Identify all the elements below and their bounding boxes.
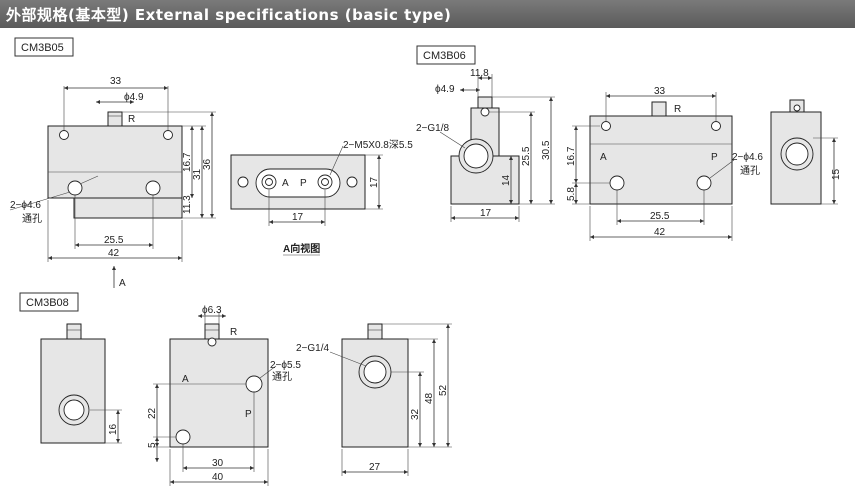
dim-27: 27: [369, 462, 381, 473]
dim-32: 32: [410, 408, 421, 420]
dim-17-height: 17: [369, 176, 380, 188]
thru-hole-note: 通孔: [740, 165, 760, 177]
port-hole-icon: [245, 375, 263, 393]
dim-17-width: 17: [292, 212, 304, 223]
mount-hole-icon: [163, 130, 173, 140]
dim-16-7: 16.7: [566, 146, 577, 166]
port-p-label: P: [711, 152, 718, 163]
dim-holes: 2−ϕ5.5: [270, 360, 301, 371]
model-label-box: [14, 37, 74, 57]
port-a-label: A: [182, 374, 189, 385]
model-label-box: [416, 45, 476, 65]
header-bar: 外部规格(基本型) External specifications (basic…: [0, 0, 855, 28]
dim-42: 42: [108, 248, 120, 259]
port-hole-icon: [696, 175, 712, 191]
dim-48: 48: [424, 392, 435, 404]
cm3b06-group: CM3B06 11.8 ϕ4.9 2−G1/8 25.5 30.5: [416, 45, 842, 241]
dim-30-5: 30.5: [541, 140, 552, 160]
plunger: [66, 323, 82, 340]
dim-16-7: 16.7: [182, 152, 193, 172]
plunger: [107, 111, 123, 127]
dim-14: 14: [501, 174, 512, 186]
port-r-label: R: [128, 114, 135, 125]
valve-base: [73, 197, 183, 219]
thru-hole-note: 通孔: [272, 371, 292, 383]
plunger: [651, 101, 667, 117]
mount-hole-icon: [207, 337, 217, 347]
dim-33: 33: [110, 76, 122, 87]
dim-30: 30: [212, 458, 224, 469]
dim-33: 33: [654, 86, 666, 97]
dim-holes: 2−ϕ4.6: [10, 200, 41, 211]
mount-hole-icon: [346, 176, 358, 188]
cm3b05-group: CM3B05 33 ϕ4.9 R 16.7: [9, 37, 216, 289]
model-label-box: [19, 292, 79, 312]
mount-hole-icon: [601, 121, 611, 131]
dim-port: 2−G1/4: [296, 343, 330, 354]
dim-holes: 2−ϕ4.6: [732, 152, 763, 163]
plunger: [477, 96, 493, 109]
view-arrow-a: A: [119, 278, 126, 289]
port-r-label: R: [674, 104, 681, 115]
dim-phi6-3: ϕ6.3: [202, 305, 222, 316]
header-title: 外部规格(基本型) External specifications (basic…: [6, 6, 452, 24]
dim-25-5-v: 25.5: [521, 146, 532, 166]
view-a-group: A P 2−M5X0.8深5.5 17 17 A向视图: [230, 139, 413, 256]
plunger: [367, 323, 383, 340]
dim-port: 2−G1/8: [416, 123, 450, 134]
mount-hole-icon: [237, 176, 249, 188]
dim-25-5-h: 25.5: [650, 211, 670, 222]
valve-body-front: [169, 338, 269, 448]
port-hole-icon: [609, 175, 625, 191]
mount-hole-icon: [480, 107, 490, 117]
mount-hole-icon: [59, 130, 69, 140]
model-label: CM3B08: [26, 297, 69, 309]
port-a-label: A: [600, 152, 607, 163]
dim-52: 52: [438, 384, 449, 396]
dim-42: 42: [654, 227, 666, 238]
dim-5-8: 5.8: [566, 187, 577, 201]
model-label: CM3B06: [423, 50, 466, 62]
port-r-label: R: [230, 327, 237, 338]
valve-body-end: [40, 338, 106, 444]
dim-15: 15: [831, 168, 842, 180]
cm3b08-group: CM3B08 16 A P R ϕ6.3: [19, 292, 452, 486]
dim-25-5: 25.5: [104, 235, 124, 246]
dim-40: 40: [212, 472, 224, 483]
dim-11-8: 11.8: [470, 68, 489, 79]
thru-hole-note: 通孔: [22, 213, 42, 225]
dim-thread: 2−M5X0.8深5.5: [343, 139, 413, 151]
model-label: CM3B05: [21, 42, 64, 54]
port-hole-icon: [67, 180, 83, 196]
dim-phi4-9: ϕ4.9: [124, 92, 144, 103]
valve-body-side: [341, 338, 409, 448]
port-p-label: P: [300, 178, 307, 189]
dim-22: 22: [147, 407, 158, 419]
view-a-caption: A向视图: [283, 242, 320, 255]
port-slot: [255, 168, 341, 198]
mount-hole-icon: [711, 121, 721, 131]
port-a-label: A: [282, 178, 289, 189]
port-hole-icon: [145, 180, 161, 196]
dim-5: 5: [147, 442, 158, 448]
plunger: [204, 323, 220, 340]
dim-31: 31: [192, 168, 203, 180]
dim-11-3: 11.3: [182, 195, 193, 214]
port-p-label: P: [245, 409, 252, 420]
dim-16: 16: [108, 423, 119, 435]
dim-17: 17: [480, 208, 492, 219]
dim-phi4-9: ϕ4.9: [435, 84, 455, 95]
dim-36: 36: [202, 158, 213, 170]
port-hole-icon: [175, 429, 191, 445]
